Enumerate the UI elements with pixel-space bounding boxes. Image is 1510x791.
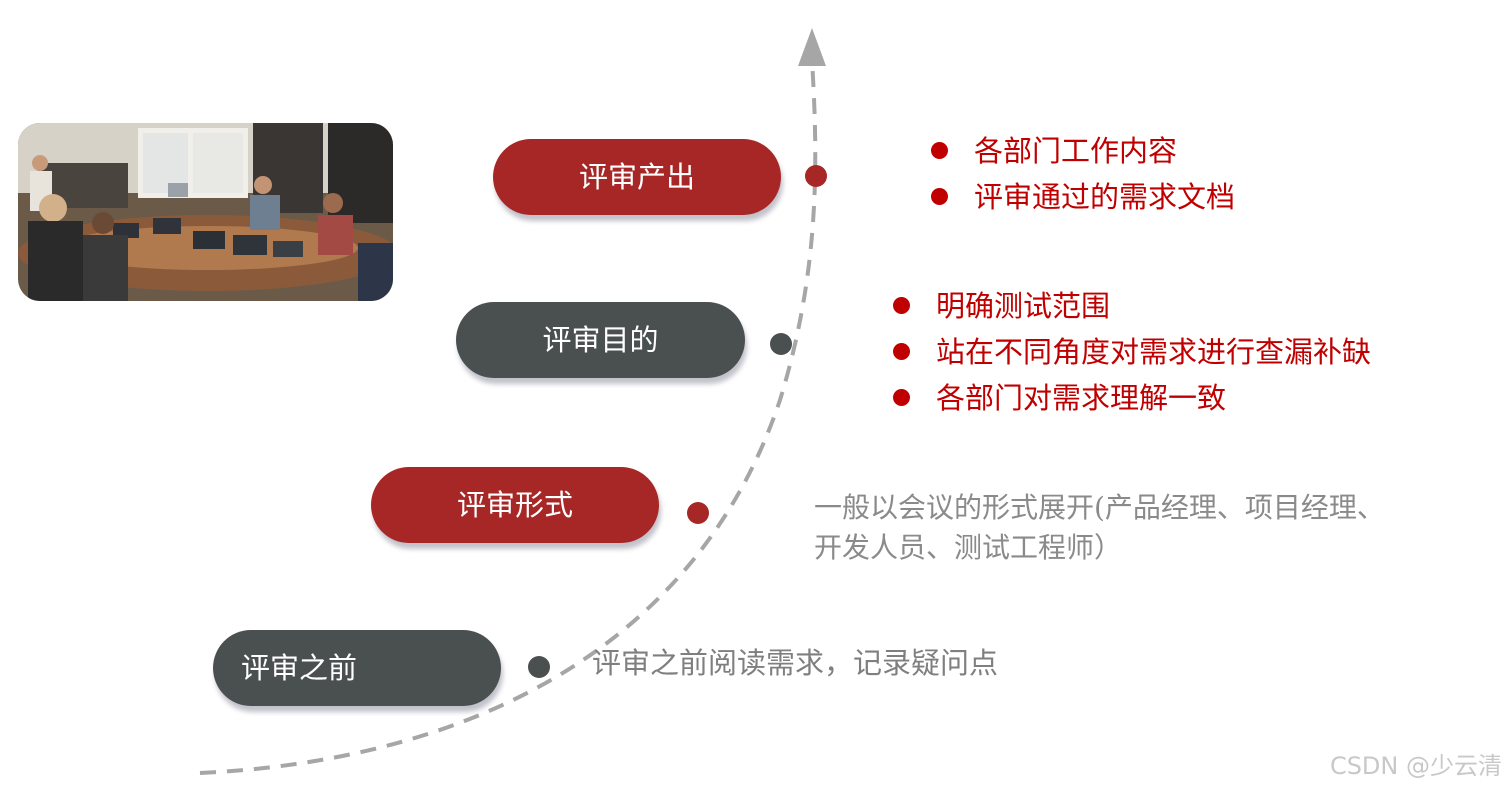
stage-before-description: 评审之前阅读需求，记录疑问点 bbox=[592, 646, 999, 680]
stage-output-bullets: 各部门工作内容 评审通过的需求文档 bbox=[931, 128, 1235, 220]
bullet-text: 站在不同角度对需求进行查漏补缺 bbox=[936, 335, 1372, 369]
timeline-node-purpose bbox=[770, 333, 792, 355]
timeline-node-form bbox=[687, 502, 709, 524]
stage-output-label: 评审产出 bbox=[578, 160, 695, 194]
stage-form-pill: 评审形式 bbox=[371, 467, 659, 543]
timeline-node-before bbox=[528, 656, 550, 678]
meeting-photo-icon bbox=[18, 123, 393, 301]
bullet-text: 评审通过的需求文档 bbox=[974, 180, 1236, 214]
bullet-item: 评审通过的需求文档 bbox=[931, 174, 1235, 220]
bullet-text: 各部门对需求理解一致 bbox=[936, 381, 1227, 415]
stage-before-label: 评审之前 bbox=[241, 651, 358, 685]
bullet-dot-icon bbox=[931, 142, 948, 159]
watermark: CSDN @少云清 bbox=[1329, 752, 1502, 780]
stage-form-description: 一般以会议的形式展开(产品经理、项目经理、 开发人员、测试工程师） bbox=[814, 488, 1385, 568]
bullet-dot-icon bbox=[893, 297, 910, 314]
bullet-text: 各部门工作内容 bbox=[974, 134, 1178, 168]
bullet-dot-icon bbox=[893, 343, 910, 360]
stage-purpose-pill: 评审目的 bbox=[456, 302, 745, 378]
stage-output-pill: 评审产出 bbox=[493, 139, 781, 215]
bullet-item: 站在不同角度对需求进行查漏补缺 bbox=[893, 329, 1371, 375]
stage-before-pill: 评审之前 bbox=[213, 630, 501, 706]
bullet-item: 各部门对需求理解一致 bbox=[893, 375, 1371, 421]
bullet-dot-icon bbox=[931, 188, 948, 205]
stage-purpose-bullets: 明确测试范围 站在不同角度对需求进行查漏补缺 各部门对需求理解一致 bbox=[893, 283, 1371, 421]
timeline-node-output bbox=[805, 165, 827, 187]
meeting-photo bbox=[18, 123, 393, 301]
bullet-dot-icon bbox=[893, 389, 910, 406]
bullet-item: 明确测试范围 bbox=[893, 283, 1371, 329]
bullet-item: 各部门工作内容 bbox=[931, 128, 1235, 174]
description-line: 一般以会议的形式展开(产品经理、项目经理、 bbox=[814, 491, 1385, 524]
stage-form-label: 评审形式 bbox=[456, 488, 573, 522]
bullet-text: 明确测试范围 bbox=[936, 289, 1111, 323]
description-line: 开发人员、测试工程师） bbox=[814, 531, 1123, 564]
stage-purpose-label: 评审目的 bbox=[542, 323, 659, 357]
arrow-head-icon bbox=[798, 28, 826, 66]
